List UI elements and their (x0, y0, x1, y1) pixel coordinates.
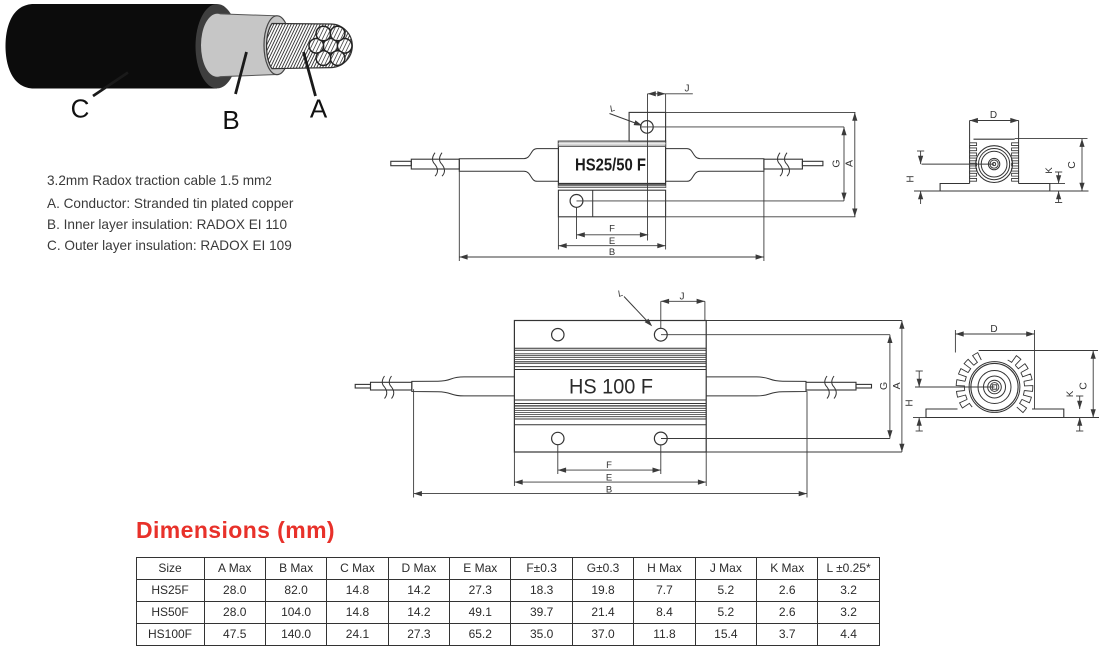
svg-text:G: G (878, 382, 890, 390)
svg-text:G: G (831, 159, 843, 167)
svg-text:L: L (616, 288, 624, 299)
svg-text:E: E (606, 473, 612, 484)
svg-text:A: A (310, 94, 328, 124)
svg-text:B: B (609, 247, 615, 258)
svg-text:A: A (843, 160, 855, 167)
svg-text:D: D (990, 110, 997, 121)
svg-text:K: K (1044, 167, 1055, 174)
svg-text:HS25/50 F: HS25/50 F (575, 155, 646, 175)
svg-text:E: E (609, 236, 615, 247)
svg-text:B: B (222, 105, 239, 135)
svg-text:L: L (608, 103, 616, 114)
svg-text:F: F (609, 224, 615, 235)
svg-text:H: H (906, 175, 917, 182)
svg-text:J: J (680, 291, 685, 302)
svg-text:D: D (990, 324, 997, 335)
svg-text:H: H (905, 399, 916, 406)
svg-text:J: J (685, 84, 690, 95)
svg-text:F: F (606, 460, 612, 471)
svg-text:HS 100 F: HS 100 F (569, 376, 653, 399)
svg-text:B: B (606, 484, 612, 495)
svg-text:C: C (71, 94, 90, 124)
svg-text:K: K (1065, 390, 1076, 397)
svg-text:A: A (891, 382, 903, 389)
svg-text:C: C (1066, 161, 1078, 169)
svg-text:C: C (1078, 382, 1090, 390)
